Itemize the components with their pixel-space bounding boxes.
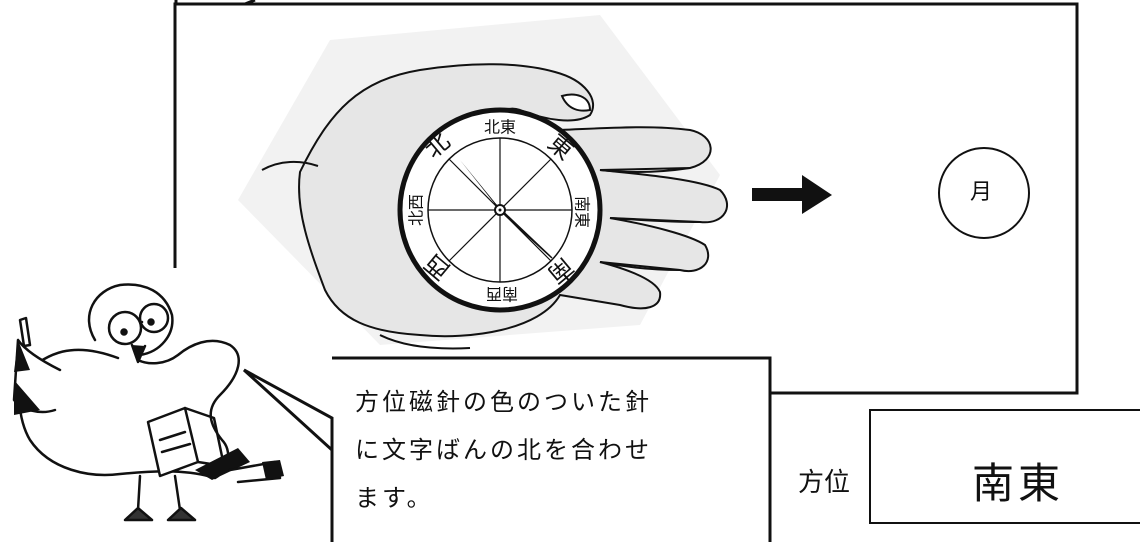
compass-label-northwest: 北西 xyxy=(407,194,426,226)
compass: 北 北東 東 南東 南 南西 西 北西 xyxy=(397,107,603,313)
answer-box xyxy=(869,409,1140,524)
speech-bubble-text: 方位磁針の色のついた針 に文字ばんの北を合わせ ます。 xyxy=(355,378,755,522)
bearing-label: 方位 xyxy=(798,468,851,498)
direction-arrow xyxy=(752,175,832,214)
compass-label-northeast: 北東 xyxy=(484,118,516,137)
speech-bubble-line-2: に文字ばんの北を合わせ xyxy=(355,436,652,464)
compass-label-southeast: 南東 xyxy=(573,196,592,228)
compass-needle-colored xyxy=(460,160,506,216)
speech-bubble-line-3: ます。 xyxy=(355,484,434,512)
compass-pivot-dot xyxy=(498,208,502,212)
answer-value: 南東 xyxy=(971,459,1064,508)
speech-bubble xyxy=(242,356,772,542)
speech-bubble-line-1: 方位磁針の色のついた針 xyxy=(355,388,652,416)
compass-label-southwest: 南西 xyxy=(486,285,518,304)
moon-circle xyxy=(938,147,1030,239)
figure-frame xyxy=(173,2,1079,395)
owl-character xyxy=(12,283,284,522)
figure-header-fragment xyxy=(174,0,256,6)
moon-label: 月 xyxy=(970,180,993,205)
